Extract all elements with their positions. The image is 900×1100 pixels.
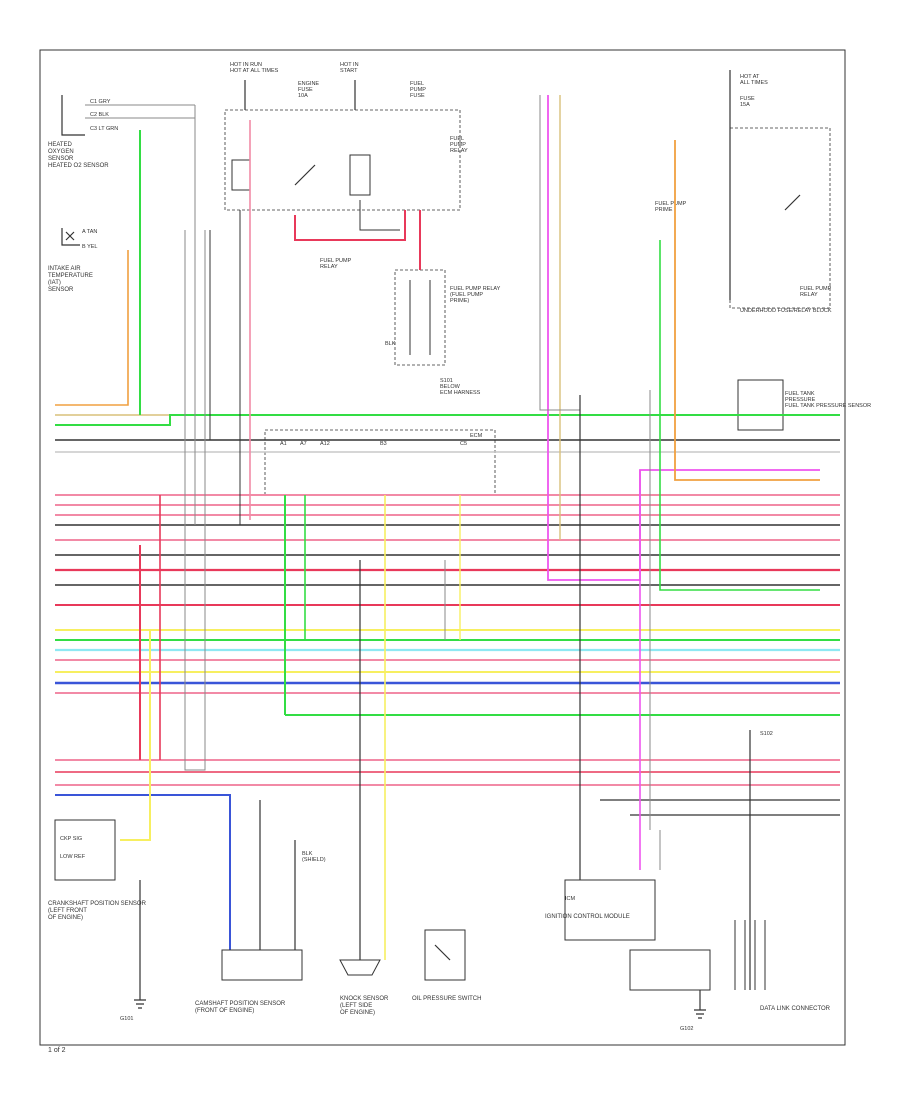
- heated-o2-sensor-label: HEATED O2 SENSOR: [48, 163, 109, 169]
- svg-text:LOW REF: LOW REF: [60, 854, 86, 860]
- svg-text:OF ENGINE): OF ENGINE): [340, 1010, 375, 1016]
- knock-sensor[interactable]: BLK (SHIELD) KNOCK SENSOR (LEFT SIDE OF …: [302, 851, 389, 1016]
- ignition-control-module[interactable]: ICM IGNITION CONTROL MODULE G102: [545, 879, 711, 1032]
- svg-text:OF ENGINE): OF ENGINE): [48, 915, 83, 921]
- ecm-connector-label: ECM: [470, 433, 483, 439]
- knock-sensor-label: KNOCK SENSOR: [340, 996, 389, 1002]
- fuel-tank-sensor-label: FUEL TANK PRESSURE SENSOR: [785, 403, 871, 409]
- svg-text:PUMP: PUMP: [450, 142, 466, 148]
- fuel-pump-label: FUEL PUMP: [800, 286, 832, 292]
- svg-text:CKP SIG: CKP SIG: [60, 836, 82, 842]
- svg-text:FUEL PUMP: FUEL PUMP: [320, 258, 352, 264]
- svg-text:S101: S101: [440, 378, 453, 384]
- svg-text:FUEL: FUEL: [410, 81, 424, 87]
- svg-text:C5: C5: [460, 441, 467, 447]
- svg-text:BELOW: BELOW: [440, 384, 461, 390]
- svg-text:B YEL: B YEL: [82, 244, 98, 250]
- svg-text:FUEL TANK: FUEL TANK: [785, 391, 815, 397]
- svg-text:A7: A7: [300, 441, 307, 447]
- fuse-block-label: HOT AT ALL TIMES: [230, 68, 279, 74]
- fuel-pump-relay-label: FUEL PUMP RELAY: [450, 286, 501, 292]
- svg-text:10A: 10A: [298, 93, 308, 99]
- svg-text:PRIME: PRIME: [655, 207, 673, 213]
- svg-text:ICM: ICM: [565, 896, 576, 902]
- dlc-label: DATA LINK CONNECTOR: [760, 1006, 831, 1012]
- svg-text:PRESSURE: PRESSURE: [785, 397, 816, 403]
- svg-text:RELAY: RELAY: [800, 292, 818, 298]
- fuse-block[interactable]: HOT IN RUN HOT AT ALL TIMES HOT IN START…: [224, 62, 468, 211]
- svg-text:OXYGEN: OXYGEN: [48, 149, 74, 155]
- svg-text:(IAT): (IAT): [48, 280, 61, 286]
- svg-text:A12: A12: [320, 441, 330, 447]
- svg-text:FUSE: FUSE: [740, 96, 755, 102]
- svg-text:ENGINE: ENGINE: [298, 81, 319, 87]
- svg-text:(SHIELD): (SHIELD): [302, 857, 326, 863]
- diagram-frame: [39, 49, 846, 1046]
- intake-air-temp-sensor[interactable]: A TAN B YEL INTAKE AIR TEMPERATURE (IAT)…: [48, 228, 98, 293]
- cmp-sensor-label: CAMSHAFT POSITION SENSOR: [195, 1001, 286, 1007]
- svg-text:RELAY: RELAY: [450, 148, 468, 154]
- svg-text:FUSE: FUSE: [298, 87, 313, 93]
- svg-text:SENSOR: SENSOR: [48, 287, 74, 293]
- camshaft-position-sensor[interactable]: CAMSHAFT POSITION SENSOR (FRONT OF ENGIN…: [195, 800, 303, 1014]
- svg-text:S102: S102: [760, 731, 773, 737]
- svg-text:FUEL PUMP: FUEL PUMP: [655, 201, 687, 207]
- svg-text:TEMPERATURE: TEMPERATURE: [48, 273, 93, 279]
- svg-text:SENSOR: SENSOR: [48, 156, 74, 162]
- svg-text:HOT AT: HOT AT: [740, 74, 760, 80]
- svg-text:START: START: [340, 68, 358, 74]
- ckp-sensor-label: CRANKSHAFT POSITION SENSOR: [48, 901, 147, 907]
- svg-text:FUSE: FUSE: [410, 93, 425, 99]
- vertical-wires: [55, 95, 820, 990]
- underhood-fuse-block[interactable]: HOT AT ALL TIMES FUSE 15A UNDERHOOD FUSE…: [729, 70, 832, 314]
- svg-text:PUMP: PUMP: [410, 87, 426, 93]
- svg-text:C1 GRY: C1 GRY: [90, 99, 111, 105]
- svg-text:INTAKE AIR: INTAKE AIR: [48, 266, 81, 272]
- crankshaft-position-sensor[interactable]: CKP SIG LOW REF CRANKSHAFT POSITION SENS…: [48, 819, 147, 1022]
- svg-text:(FRONT OF ENGINE): (FRONT OF ENGINE): [195, 1008, 254, 1014]
- oil-pressure-switch[interactable]: OIL PRESSURE SWITCH: [412, 929, 481, 1002]
- svg-text:ALL TIMES: ALL TIMES: [740, 80, 768, 86]
- svg-text:HOT IN RUN: HOT IN RUN: [230, 62, 262, 68]
- heated-o2-sensor-left[interactable]: C1 GRY C2 BLK C3 LT GRN HEATED OXYGEN SE…: [48, 95, 195, 169]
- svg-text:C3 LT GRN: C3 LT GRN: [90, 126, 118, 132]
- icm-label: IGNITION CONTROL MODULE: [545, 914, 630, 920]
- svg-text:HOT IN: HOT IN: [340, 62, 359, 68]
- svg-text:(FUEL PUMP: (FUEL PUMP: [450, 292, 483, 298]
- svg-text:FUEL: FUEL: [450, 136, 464, 142]
- svg-text:15A: 15A: [740, 102, 750, 108]
- svg-text:ECM HARNESS: ECM HARNESS: [440, 390, 481, 396]
- fuel-pump-relay[interactable]: FUEL PUMP RELAY FUEL PUMP RELAY (FUEL PU…: [320, 258, 501, 366]
- data-link-connector[interactable]: S102 DATA LINK CONNECTOR: [734, 731, 831, 1012]
- svg-text:RELAY: RELAY: [320, 264, 338, 270]
- page-number: 1 of 2: [48, 1047, 66, 1054]
- fuel-pump[interactable]: FUEL PUMP PRIME FUEL PUMP RELAY: [655, 201, 832, 298]
- svg-text:HEATED: HEATED: [48, 142, 73, 148]
- svg-text:C2 BLK: C2 BLK: [90, 112, 109, 118]
- svg-text:A TAN: A TAN: [82, 229, 97, 235]
- underhood-fuse-label: UNDERHOOD FUSE/RELAY BLOCK: [740, 308, 832, 314]
- svg-text:PRIME): PRIME): [450, 298, 469, 304]
- fuel-tank-pressure-sensor[interactable]: FUEL TANK PRESSURE FUEL TANK PRESSURE SE…: [737, 379, 871, 431]
- svg-text:A1: A1: [280, 441, 287, 447]
- ground-right-label: G102: [680, 1026, 693, 1032]
- oil-pressure-label: OIL PRESSURE SWITCH: [412, 996, 481, 1002]
- svg-text:B3: B3: [380, 441, 387, 447]
- wire-bus: [55, 414, 840, 950]
- svg-text:(LEFT FRONT: (LEFT FRONT: [48, 908, 87, 914]
- svg-text:BLK: BLK: [385, 341, 396, 347]
- svg-text:(LEFT SIDE: (LEFT SIDE: [340, 1003, 372, 1009]
- ground-left-label: G101: [120, 1016, 133, 1022]
- svg-text:BLK: BLK: [302, 851, 313, 857]
